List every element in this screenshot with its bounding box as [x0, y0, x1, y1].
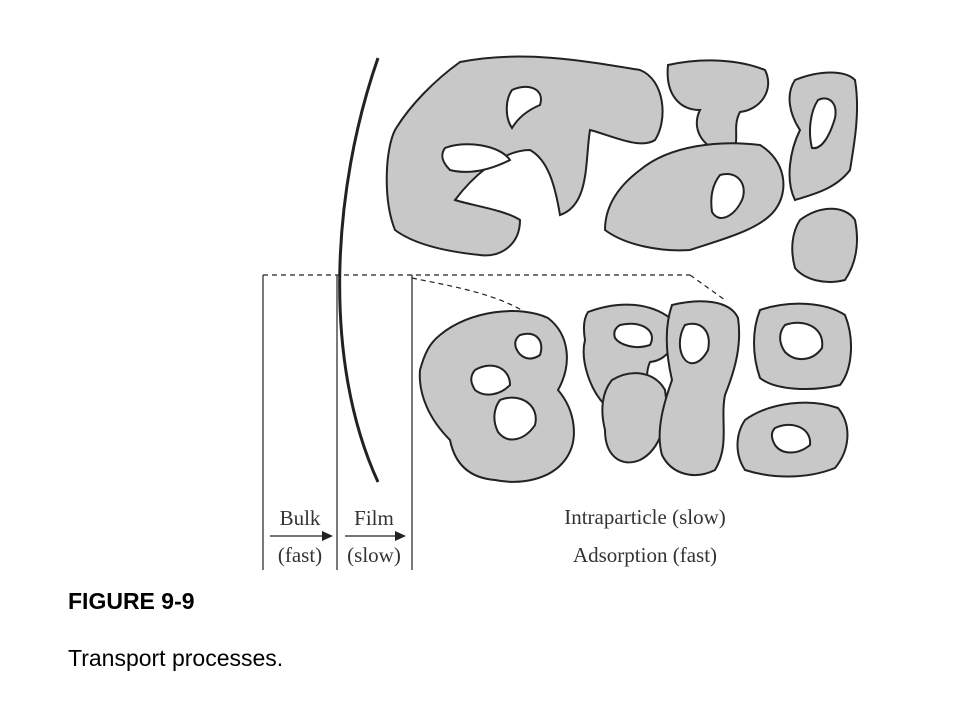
pore-lower-4 [613, 322, 653, 348]
pore-upper-4 [809, 97, 837, 150]
pore-upper-2 [441, 143, 512, 173]
bulk-arrow-head [322, 531, 333, 541]
film-label: Film [354, 506, 394, 530]
particle-lower-3 [601, 372, 668, 464]
film-arrow-head [395, 531, 406, 541]
bulk-label: Bulk [280, 506, 321, 530]
particle-upper-3 [603, 142, 785, 252]
pore-lower-1 [470, 364, 512, 396]
upper-pores [441, 85, 837, 219]
bulk-rate-label: (fast) [278, 543, 322, 567]
intraparticle-label: Intraparticle (slow) [564, 505, 726, 529]
pore-upper-1 [505, 85, 542, 130]
particle-upper-2 [666, 59, 770, 154]
zoom-dashed-curve-right [689, 274, 726, 301]
lower-pores [470, 321, 824, 454]
transport-diagram: Bulk (fast) Film (slow) Intraparticle (s… [262, 55, 859, 570]
particle-lower-1 [418, 310, 575, 483]
film-rate-label: (slow) [347, 543, 401, 567]
figure-caption: Transport processes. [68, 645, 284, 671]
pore-lower-2 [493, 396, 537, 441]
figure-title: FIGURE 9-9 [68, 588, 195, 614]
adsorption-label: Adsorption (fast) [573, 543, 717, 567]
pore-lower-5 [678, 322, 710, 365]
pore-upper-3 [710, 173, 745, 219]
film-boundary-curve [338, 57, 380, 483]
particle-upper-5 [791, 207, 858, 283]
pore-lower-6 [779, 321, 824, 360]
pore-lower-3 [514, 332, 543, 360]
pore-lower-7 [771, 423, 812, 454]
